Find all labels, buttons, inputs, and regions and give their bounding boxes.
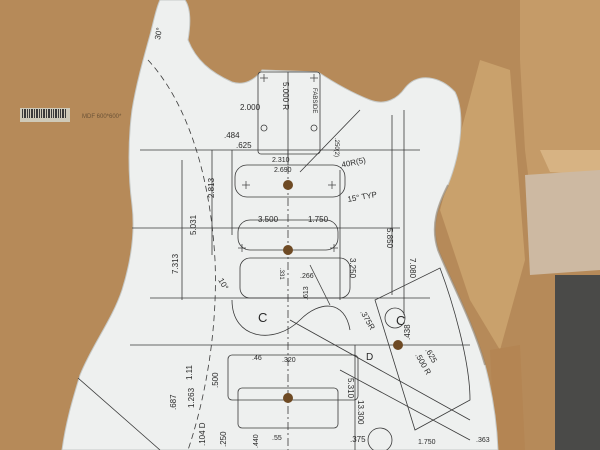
dim-c1: C bbox=[258, 310, 267, 325]
dim-438: .438 bbox=[403, 324, 412, 340]
dashed-radius-arc bbox=[147, 59, 216, 450]
dim-5310: 5.310 bbox=[346, 378, 355, 399]
dim-7080: 7.080 bbox=[408, 258, 417, 279]
drill-hole-2 bbox=[283, 245, 293, 255]
dim-d: D bbox=[366, 352, 373, 363]
dim-1750: 1.750 bbox=[308, 215, 329, 224]
dim-104d: .104 D bbox=[198, 422, 207, 446]
mdf-strip bbox=[540, 150, 600, 175]
sheet-edge-shadow bbox=[433, 184, 486, 366]
dim-2310: 2.310 bbox=[272, 157, 290, 164]
dim-363: .363 bbox=[476, 437, 490, 444]
dim-7313: 7.313 bbox=[171, 253, 180, 274]
dim-46: .46 bbox=[252, 355, 262, 362]
drill-hole-3 bbox=[393, 340, 403, 350]
drill-holes bbox=[260, 124, 403, 403]
neck-screw-2 bbox=[310, 124, 318, 132]
dim-250: .250(2) bbox=[333, 138, 339, 157]
background-floor-dark bbox=[555, 275, 600, 450]
background-scrap bbox=[525, 170, 600, 275]
dim-2813: 2.813 bbox=[207, 177, 216, 198]
drill-hole-1 bbox=[283, 180, 293, 190]
dim-250b: .250 bbox=[219, 431, 228, 447]
dim-30: 30° bbox=[153, 27, 164, 40]
dim-5000r: 5.000 R bbox=[281, 82, 290, 110]
dim-111: 1.11 bbox=[185, 364, 194, 380]
control-plate-outline bbox=[374, 267, 471, 431]
output-jack-circle bbox=[367, 427, 393, 450]
dim-375: .375 bbox=[350, 435, 366, 444]
dim-440: .440 bbox=[253, 434, 260, 448]
leader-line-613 bbox=[309, 264, 331, 306]
dim-331: .331 bbox=[278, 268, 284, 280]
dim-3500: 3.500 bbox=[258, 215, 279, 224]
crosshair-marks bbox=[238, 74, 338, 252]
dim-5850: 5.850 bbox=[385, 228, 394, 249]
drawing-lines bbox=[77, 59, 471, 450]
neck-pickup-rout bbox=[234, 164, 346, 198]
dim-55: .55 bbox=[272, 435, 282, 442]
dim-2690: 2.690 bbox=[274, 167, 292, 174]
dim-c2: C bbox=[396, 313, 405, 328]
neck-screw-1 bbox=[260, 124, 268, 132]
mdf-offcut-wedge bbox=[440, 60, 525, 350]
bridge-pickup-rout bbox=[239, 257, 351, 299]
dim-3250: 3.250 bbox=[348, 258, 357, 279]
bridge-rout bbox=[227, 354, 359, 401]
control-cavity-curve bbox=[231, 299, 351, 336]
neck-pocket-outline bbox=[257, 71, 321, 155]
dim-613: .613 bbox=[303, 286, 310, 300]
dim-500: .500 bbox=[211, 372, 220, 388]
barcode-label bbox=[20, 108, 70, 122]
leader-line-40r bbox=[299, 109, 361, 173]
knob-circle-1 bbox=[384, 307, 406, 329]
dim-687: .687 bbox=[169, 394, 178, 410]
diag-line-2 bbox=[289, 319, 471, 421]
diag-line-3 bbox=[339, 369, 471, 441]
dim-625a: .625 bbox=[236, 141, 252, 150]
dim-5031: 5.031 bbox=[189, 214, 198, 235]
diag-line-1 bbox=[77, 377, 161, 450]
dim-1750b: 1.750 bbox=[418, 439, 436, 446]
dim-484: .484 bbox=[224, 131, 240, 140]
dim-266: .266 bbox=[300, 273, 314, 280]
dim-2000: 2.000 bbox=[240, 103, 261, 112]
drill-hole-4 bbox=[283, 393, 293, 403]
mdf-offcut-bottom bbox=[490, 345, 525, 450]
dim-fabside: FABSIDE bbox=[311, 88, 317, 113]
dim-1263: 1.263 bbox=[187, 387, 196, 408]
dim-320: .320 bbox=[282, 357, 296, 364]
trem-cavity bbox=[237, 387, 339, 429]
dim-13300: 13.300 bbox=[356, 400, 365, 425]
board-code-text: MDF 600*600* bbox=[82, 114, 122, 120]
